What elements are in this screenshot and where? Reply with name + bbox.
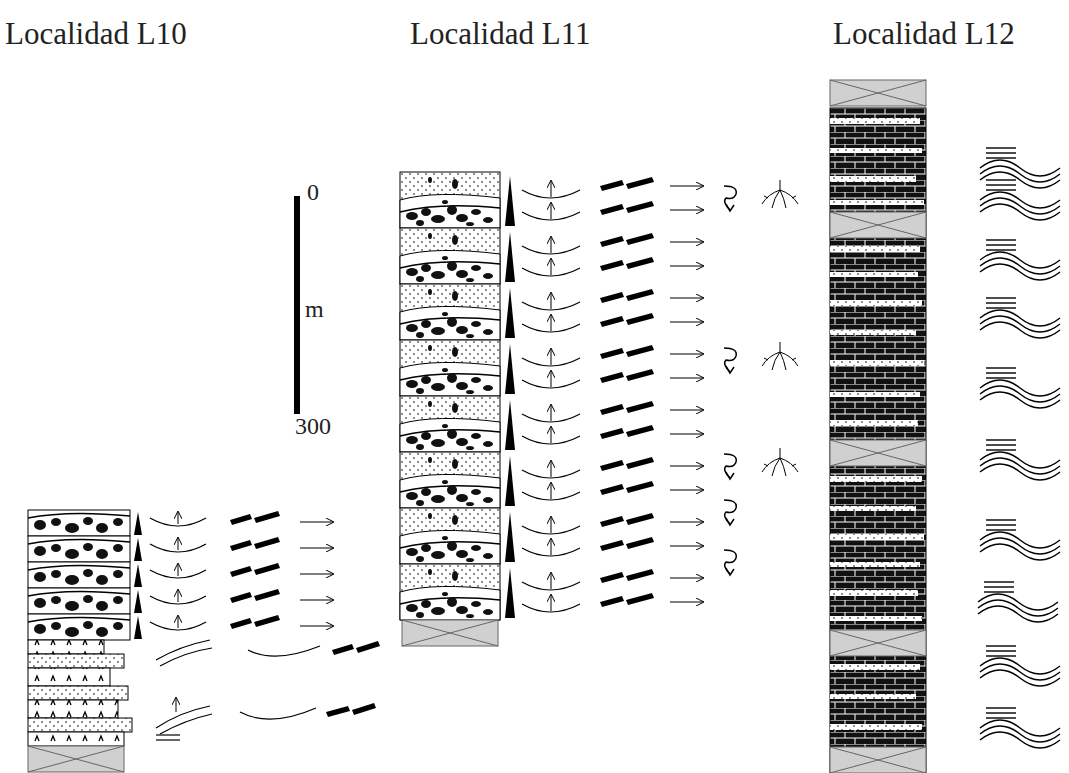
scale-label: 300 bbox=[295, 414, 331, 438]
scale-label: m bbox=[305, 297, 324, 321]
column-title: Localidad L10 bbox=[5, 18, 187, 49]
column-title: Localidad L11 bbox=[410, 18, 590, 49]
column-title: Localidad L12 bbox=[833, 18, 1015, 49]
scale-label: 0 bbox=[307, 180, 319, 204]
